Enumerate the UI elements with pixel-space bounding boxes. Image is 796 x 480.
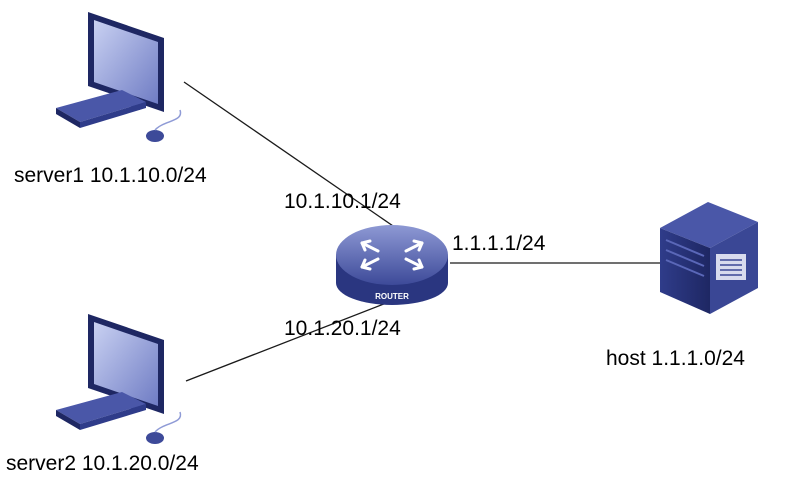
server1-label: server1 10.1.10.0/24 [14, 164, 207, 187]
link-server2-router [185, 299, 395, 382]
host-label: host 1.1.1.0/24 [606, 347, 745, 370]
interface-label-host: 1.1.1.1/24 [452, 232, 546, 255]
interface-label-server2: 10.1.20.1/24 [284, 317, 401, 340]
router-icon: ROUTER [336, 225, 448, 305]
interface-label-server1: 10.1.10.1/24 [284, 190, 401, 213]
host-server-tower-icon [660, 202, 758, 314]
link-server1-router [183, 81, 397, 229]
server1-desktop-icon [56, 12, 182, 142]
server2-desktop-icon [56, 314, 182, 444]
router-badge: ROUTER [375, 292, 409, 301]
server2-label: server2 10.1.20.0/24 [6, 452, 199, 475]
